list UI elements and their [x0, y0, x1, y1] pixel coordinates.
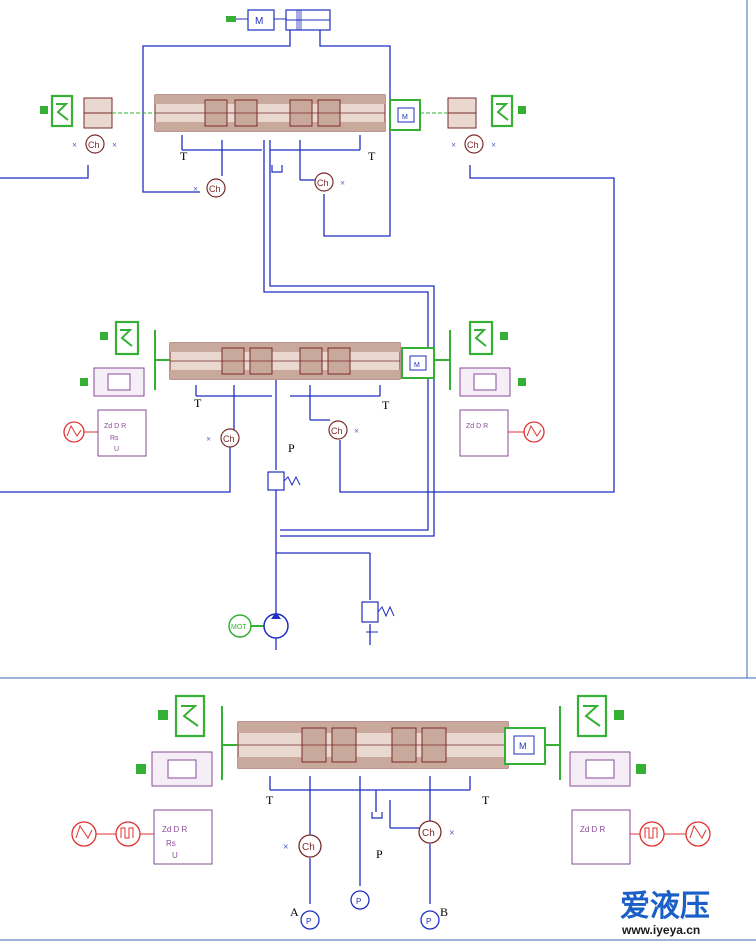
middle-tank-right-label: T — [382, 398, 390, 412]
sensor-label-right: Zd D R — [466, 423, 488, 430]
relief-valve-lower — [361, 601, 395, 633]
svg-text:×: × — [491, 140, 496, 150]
resistor-label: Rs — [110, 435, 119, 442]
top-tank-left-label: T — [180, 149, 188, 163]
svg-text:×: × — [206, 434, 211, 444]
svg-text:×: × — [451, 140, 456, 150]
check-valve-label: Ch — [302, 842, 315, 853]
svg-text:×: × — [193, 184, 198, 194]
bottom-sensor-label-right: Zd D R — [580, 825, 606, 834]
motor-driver-label: MOT — [231, 624, 247, 631]
watermark-brand: 爱液压 — [620, 890, 710, 923]
check-valve-label: Ch — [317, 178, 329, 188]
relief-valve-middle — [267, 471, 301, 491]
check-valve-label: Ch — [223, 434, 235, 444]
bottom-tank-symbol — [371, 812, 383, 819]
svg-text:×: × — [340, 178, 345, 188]
top-valve-motor-label: M — [402, 114, 408, 121]
svg-text:×: × — [449, 828, 455, 839]
bottom-left-actuator: Zd D R Rs U — [71, 694, 238, 865]
middle-left-actuator: Zd D R Rs U — [63, 320, 170, 457]
bottom-tank-right-label: T — [482, 793, 490, 807]
middle-valve-motor-label: M — [414, 362, 420, 369]
top-check-valve-center-left: Ch × — [193, 178, 226, 198]
pressure-gauge-a: P — [300, 910, 320, 930]
bottom-sensor-label-left: Zd D R — [162, 825, 188, 834]
bottom-right-actuator: Zd D R — [545, 694, 711, 865]
top-motor-cylinder: M — [226, 9, 331, 31]
bottom-resistor-label-left: Rs — [166, 839, 176, 848]
bottom-valve-motor-label: M — [519, 741, 527, 751]
check-valve-label: Ch — [422, 828, 435, 839]
svg-text:×: × — [283, 842, 289, 853]
sensor-label: Zd D R — [104, 423, 126, 430]
pressure-gauge-p: P — [350, 890, 370, 910]
bottom-voltage-label-left: U — [172, 851, 178, 860]
middle-right-actuator: Zd D R — [434, 320, 545, 457]
middle-hydraulic-lines — [195, 380, 381, 650]
middle-tank-left-label: T — [194, 396, 202, 410]
bottom-check-valve-right: Ch × — [418, 820, 455, 844]
gauge-a-label: P — [306, 917, 311, 926]
watermark-url: www.iyeya.cn — [621, 923, 700, 937]
tank-symbol — [271, 165, 283, 173]
bottom-pressure-label: P — [376, 847, 383, 861]
port-a-label: A — [290, 905, 299, 919]
check-valve-label: Ch — [467, 140, 479, 150]
check-valve-label: Ch — [331, 426, 343, 436]
bottom-tank-left-label: T — [266, 793, 274, 807]
check-valve-label: Ch — [209, 184, 221, 194]
top-main-valve: M — [154, 94, 421, 132]
top-tank-right-label: T — [368, 149, 376, 163]
middle-check-valve-left: Ch × — [206, 428, 240, 448]
bottom-check-valve-left: Ch × — [283, 834, 322, 858]
top-motor-label: M — [255, 16, 263, 27]
check-valve-label: Ch — [88, 140, 100, 150]
watermark-logo: 爱液压 www.iyeya.cn — [620, 890, 710, 937]
middle-check-valve-right: Ch × — [328, 420, 359, 440]
pressure-gauge-b: P — [420, 910, 440, 930]
top-hydraulic-lines — [0, 30, 615, 537]
middle-pressure-label: P — [288, 441, 295, 455]
top-right-actuator — [420, 94, 526, 129]
top-check-valve-left: Ch × × — [72, 134, 117, 154]
gauge-p-label: P — [356, 897, 361, 906]
bottom-main-valve: M — [237, 721, 546, 769]
middle-main-valve: M — [169, 342, 435, 380]
gauge-b-label: P — [426, 917, 431, 926]
svg-text:×: × — [72, 140, 77, 150]
svg-text:×: × — [112, 140, 117, 150]
top-check-valve-center-right: Ch × — [314, 172, 345, 192]
bottom-hydraulic-lines — [269, 776, 471, 904]
voltage-label: U — [114, 446, 119, 453]
pump-motor: MOT — [228, 612, 289, 639]
top-left-actuator — [40, 94, 155, 129]
svg-text:×: × — [354, 426, 359, 436]
port-b-label: B — [440, 905, 448, 919]
top-check-valve-right: Ch × × — [451, 134, 496, 154]
